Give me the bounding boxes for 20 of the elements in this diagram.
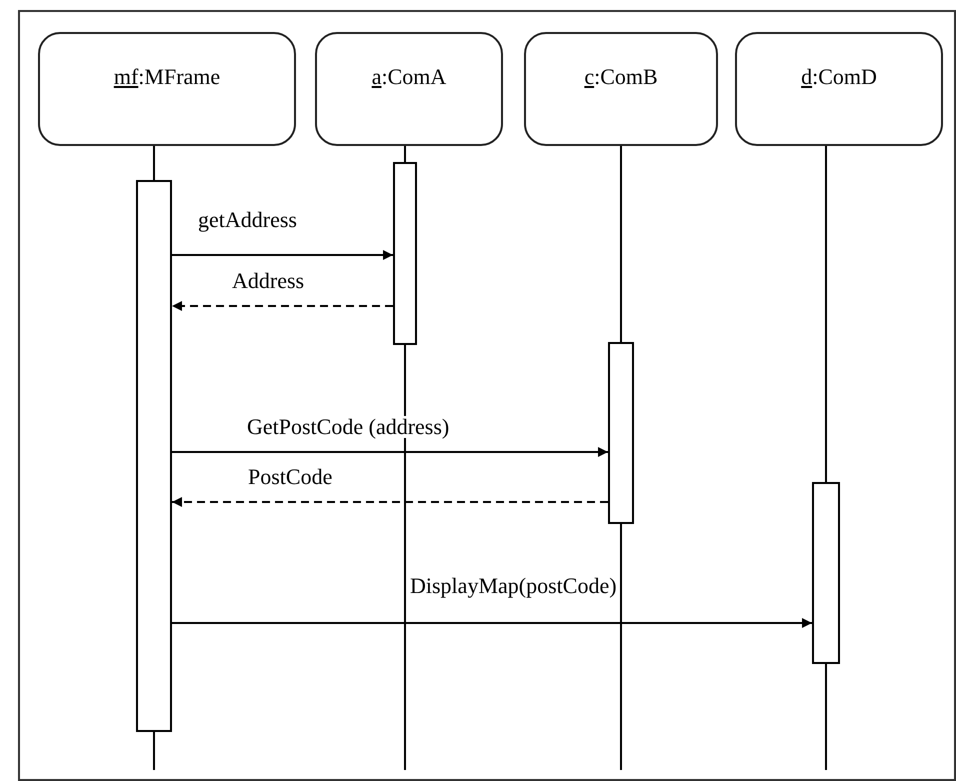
object-box: [524, 32, 718, 146]
message-arrow: [172, 618, 812, 628]
object-name: d:ComD: [801, 63, 877, 91]
object-box: [735, 32, 943, 146]
message-arrow: [172, 497, 608, 507]
message-arrow: [172, 301, 393, 311]
activation-bar: [393, 162, 417, 345]
edge-label: DisplayMap(postCode): [410, 575, 617, 597]
object-name: a:ComA: [372, 63, 446, 91]
activation-bar: [608, 342, 634, 524]
activation-bar: [136, 180, 172, 732]
edge-label: getAddress: [198, 209, 297, 231]
activation-bar: [812, 482, 840, 664]
object-box: [315, 32, 503, 146]
object-name: c:ComB: [584, 63, 658, 91]
edge-label: GetPostCode (address): [247, 416, 450, 438]
message-arrow: [172, 447, 608, 457]
message-arrow: [172, 250, 393, 260]
object-box: [38, 32, 296, 146]
object-name: mf:MFrame: [114, 63, 220, 91]
